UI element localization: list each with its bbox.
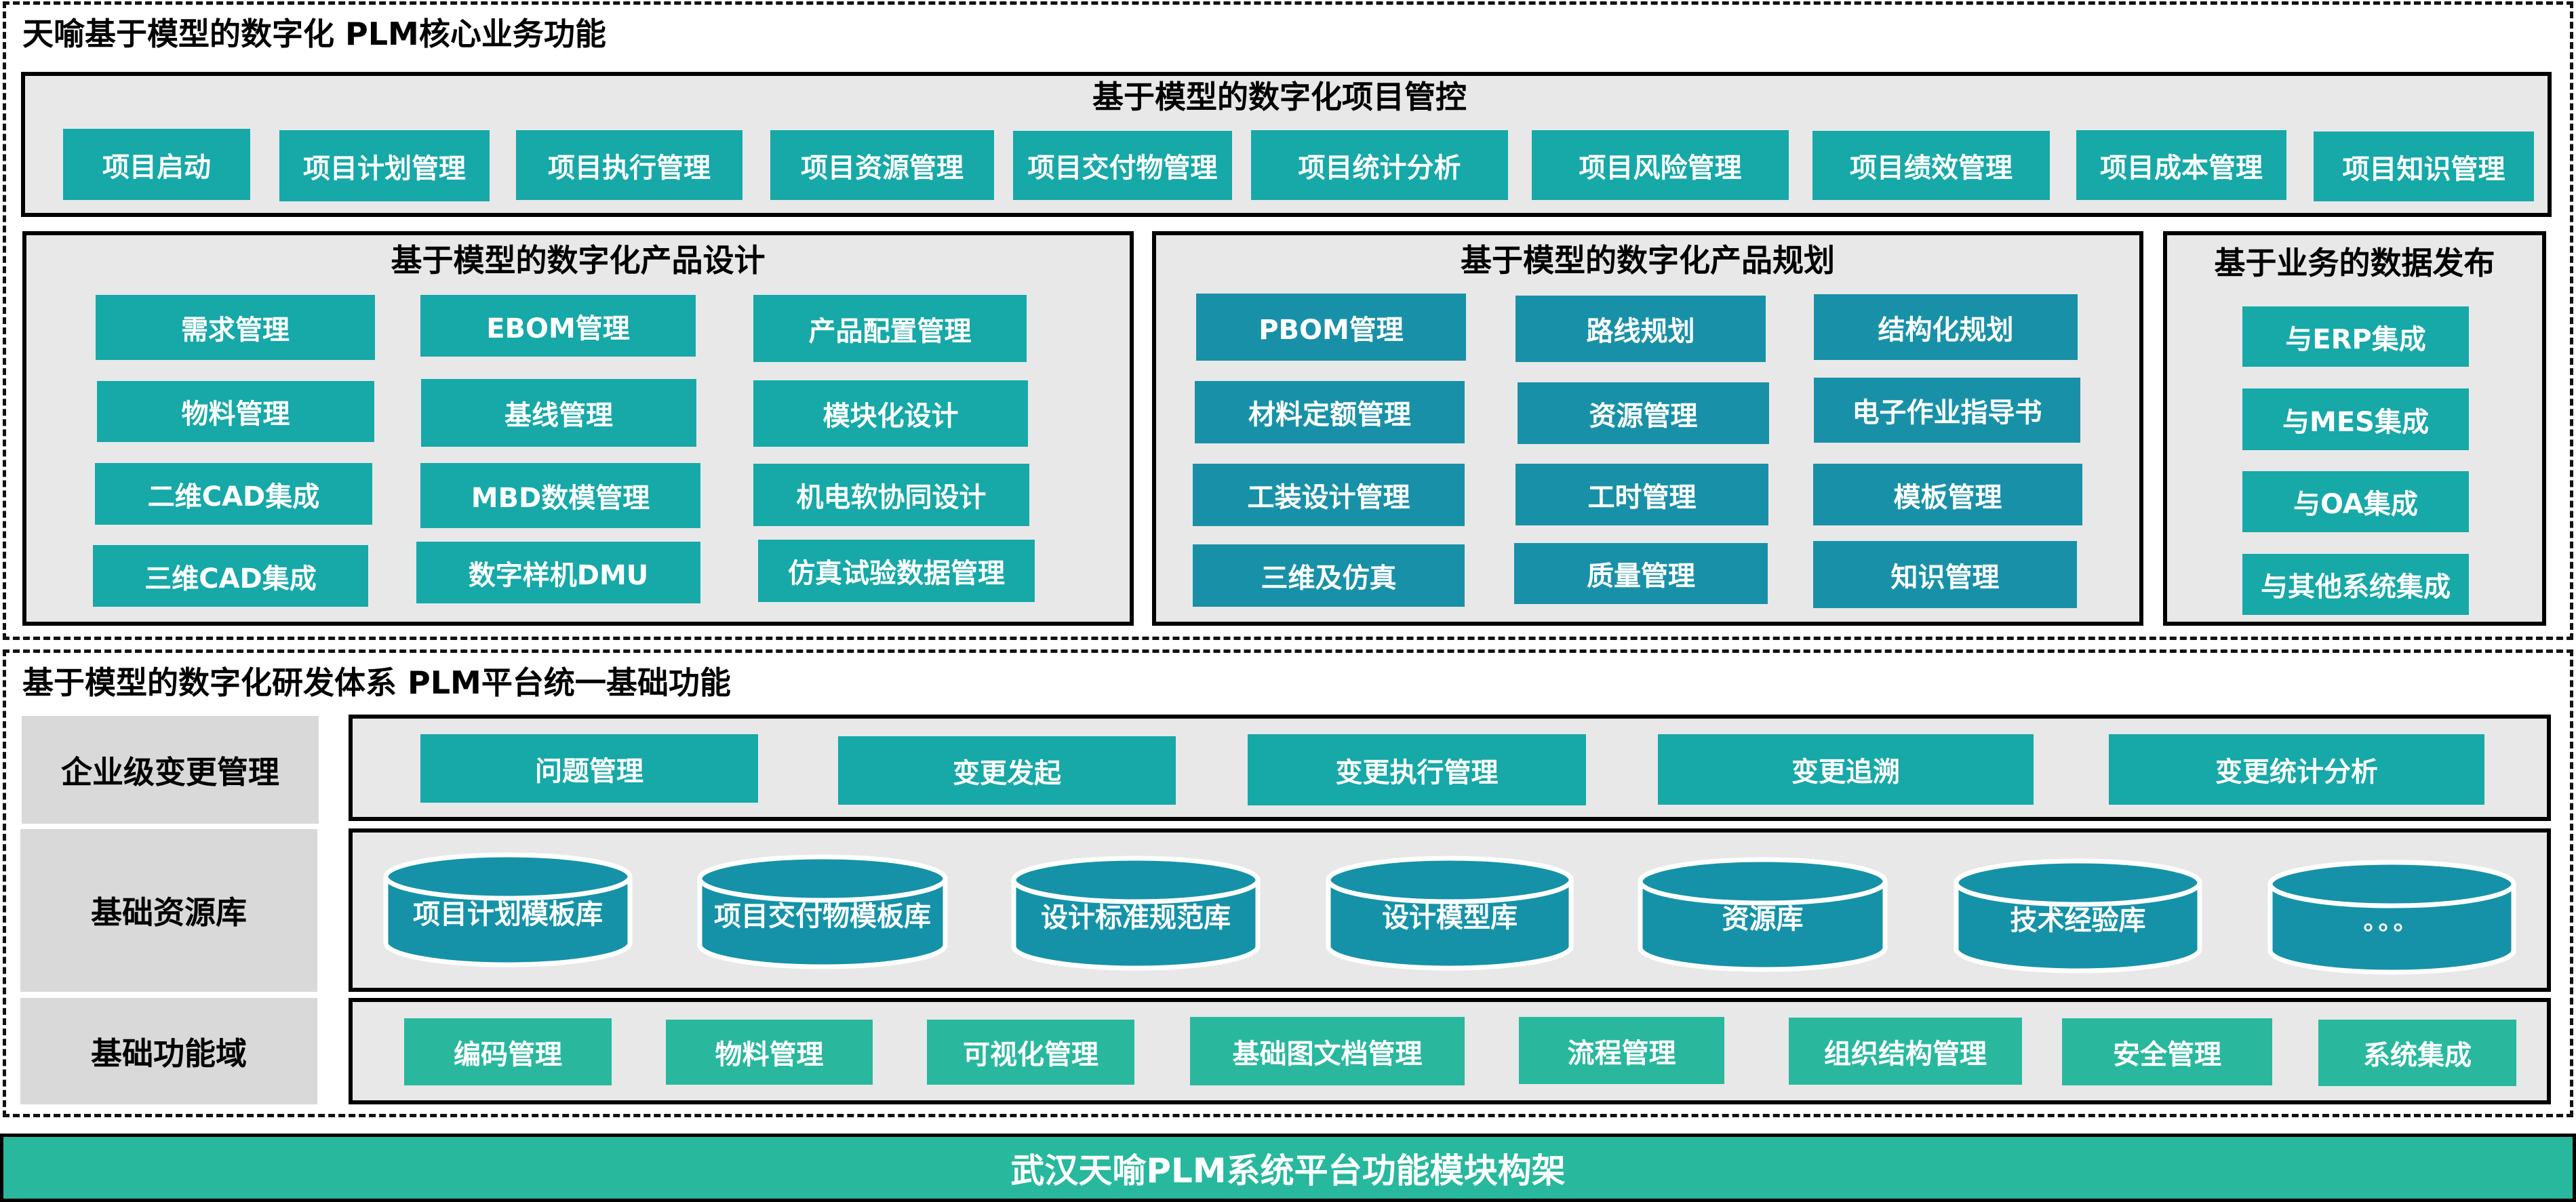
- resource-db[interactable]: 项目计划模板库: [383, 852, 633, 967]
- design-item[interactable]: MBD数模管理: [420, 463, 700, 528]
- design-item[interactable]: 物料管理: [97, 381, 374, 442]
- planning-item[interactable]: 电子作业指导书: [1814, 378, 2080, 443]
- design-item[interactable]: 仿真试验数据管理: [758, 540, 1035, 602]
- planning-item[interactable]: 资源管理: [1518, 382, 1769, 444]
- database-cylinder-icon: [1326, 856, 1574, 971]
- platform-title: 基于模型的数字化研发体系 PLM平台统一基础功能: [22, 664, 731, 701]
- resource-db[interactable]: 资源库: [1638, 857, 1888, 972]
- project-item[interactable]: 项目绩效管理: [1812, 131, 2050, 200]
- planning-item[interactable]: 工时管理: [1515, 464, 1768, 525]
- project-item[interactable]: 项目知识管理: [2314, 132, 2534, 201]
- function-item[interactable]: 流程管理: [1519, 1017, 1724, 1084]
- planning-item[interactable]: PBOM管理: [1196, 294, 1466, 361]
- design-item[interactable]: 二维CAD集成: [95, 463, 372, 525]
- design-item[interactable]: 模块化设计: [753, 380, 1028, 447]
- database-cylinder-icon: [1011, 856, 1261, 971]
- platform-section: [3, 649, 2573, 1117]
- resource-db-label: 项目交付物模板库: [714, 901, 931, 933]
- planning-item[interactable]: 质量管理: [1514, 543, 1768, 604]
- change-item[interactable]: 变更执行管理: [1248, 734, 1586, 805]
- publish-item[interactable]: 与OA集成: [2242, 471, 2469, 532]
- design-item[interactable]: 三维CAD集成: [93, 545, 368, 607]
- publish-item[interactable]: 与MES集成: [2242, 388, 2469, 450]
- resource-db[interactable]: 设计标准规范库: [1011, 856, 1261, 971]
- function-item[interactable]: 基础图文档管理: [1190, 1017, 1465, 1085]
- change-item[interactable]: 问题管理: [420, 734, 758, 803]
- change-management-label: 企业级变更管理: [22, 716, 319, 824]
- core-business-title: 天喻基于模型的数字化 PLM核心业务功能: [22, 16, 606, 52]
- planning-item[interactable]: 材料定额管理: [1195, 381, 1465, 443]
- database-cylinder-icon: [1638, 857, 1888, 972]
- function-item[interactable]: 可视化管理: [927, 1020, 1134, 1085]
- resource-db-label: 项目计划模板库: [413, 899, 603, 931]
- change-item[interactable]: 变更统计分析: [2109, 734, 2484, 805]
- change-item[interactable]: 变更追溯: [1658, 734, 2034, 805]
- design-item[interactable]: 需求管理: [96, 295, 375, 360]
- design-item[interactable]: 基线管理: [421, 379, 696, 447]
- function-item[interactable]: 安全管理: [2062, 1018, 2272, 1085]
- project-item[interactable]: 项目计划管理: [279, 130, 490, 201]
- database-cylinder-icon: [2267, 860, 2516, 975]
- resource-db-label: 技术经验库: [2010, 905, 2146, 937]
- function-item[interactable]: 编码管理: [404, 1018, 612, 1085]
- product-design-title: 基于模型的数字化产品设计: [391, 242, 766, 279]
- publish-item[interactable]: 与ERP集成: [2242, 306, 2469, 367]
- project-item[interactable]: 项目交付物管理: [1013, 131, 1232, 200]
- resource-db[interactable]: 技术经验库: [1954, 858, 2202, 974]
- project-item[interactable]: 项目统计分析: [1251, 130, 1508, 200]
- change-item[interactable]: 变更发起: [838, 736, 1176, 805]
- design-item[interactable]: 产品配置管理: [753, 295, 1027, 362]
- function-domain-label: 基础功能域: [20, 998, 317, 1104]
- project-item[interactable]: 项目资源管理: [770, 130, 994, 200]
- project-item[interactable]: 项目执行管理: [516, 130, 742, 200]
- function-item[interactable]: 组织结构管理: [1789, 1018, 2022, 1085]
- design-item[interactable]: EBOM管理: [420, 295, 696, 357]
- project-control-title: 基于模型的数字化项目管控: [1092, 79, 1467, 115]
- footer-banner: 武汉天喻PLM系统平台功能模块构架: [0, 1134, 2576, 1202]
- planning-item[interactable]: 知识管理: [1813, 541, 2077, 608]
- resource-db-label: 资源库: [1722, 904, 1804, 936]
- database-cylinder-icon: [1954, 858, 2202, 974]
- design-item[interactable]: 数字样机DMU: [416, 542, 700, 603]
- resource-library-label: 基础资源库: [20, 829, 317, 992]
- data-publish-title: 基于业务的数据发布: [2214, 245, 2495, 281]
- core-business-section: [3, 1, 2573, 640]
- resource-db-label: 设计模型库: [1382, 902, 1518, 934]
- function-item[interactable]: 物料管理: [666, 1020, 873, 1085]
- resource-db-label: 。。。: [2363, 908, 2421, 936]
- project-item[interactable]: 项目成本管理: [2076, 130, 2286, 200]
- publish-item[interactable]: 与其他系统集成: [2242, 554, 2469, 615]
- project-item[interactable]: 项目风险管理: [1532, 130, 1789, 200]
- planning-item[interactable]: 模板管理: [1813, 464, 2082, 525]
- design-item[interactable]: 机电软协同设计: [753, 464, 1029, 526]
- planning-item[interactable]: 结构化规划: [1814, 294, 2078, 360]
- database-cylinder-icon: [383, 852, 633, 967]
- planning-item[interactable]: 三维及仿真: [1193, 544, 1465, 607]
- project-item[interactable]: 项目启动: [63, 129, 250, 200]
- resource-db-more[interactable]: 。。。: [2267, 860, 2516, 975]
- function-item[interactable]: 系统集成: [2318, 1020, 2516, 1086]
- resource-db[interactable]: 项目交付物模板库: [697, 854, 948, 969]
- database-cylinder-icon: [697, 854, 948, 969]
- product-planning-title: 基于模型的数字化产品规划: [1461, 242, 1835, 279]
- planning-item[interactable]: 路线规划: [1515, 296, 1766, 362]
- resource-db[interactable]: 设计模型库: [1326, 856, 1574, 971]
- planning-item[interactable]: 工装设计管理: [1193, 464, 1465, 526]
- resource-db-label: 设计标准规范库: [1041, 902, 1231, 934]
